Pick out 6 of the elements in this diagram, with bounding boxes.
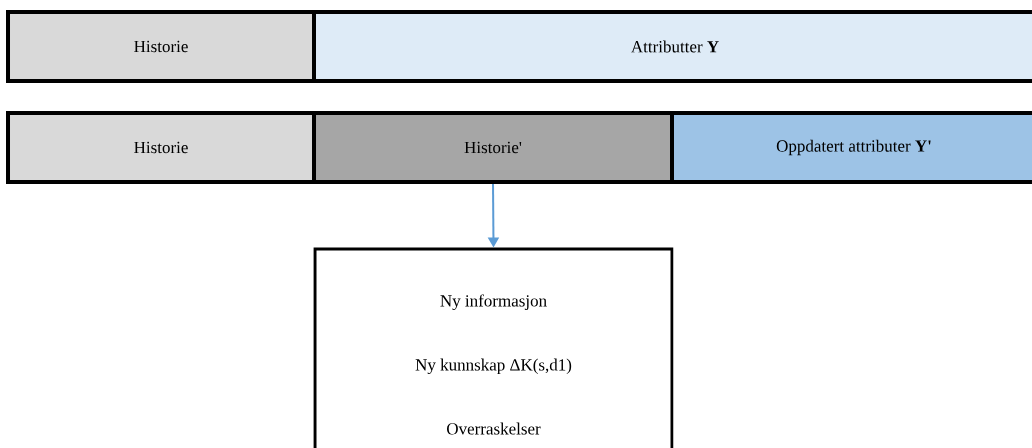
bar-segment: Historie': [312, 111, 674, 184]
bar-segment: Historie: [6, 111, 316, 184]
bar-segment: Oppdatert attributer Y': [670, 111, 1032, 184]
bar-segment: Attributter Y: [312, 10, 1032, 83]
bar-segment: Historie: [6, 10, 316, 83]
content-box: Ny informasjon Ny kunnskap ΔK(s,d1) Overraskelser: [313, 247, 674, 448]
